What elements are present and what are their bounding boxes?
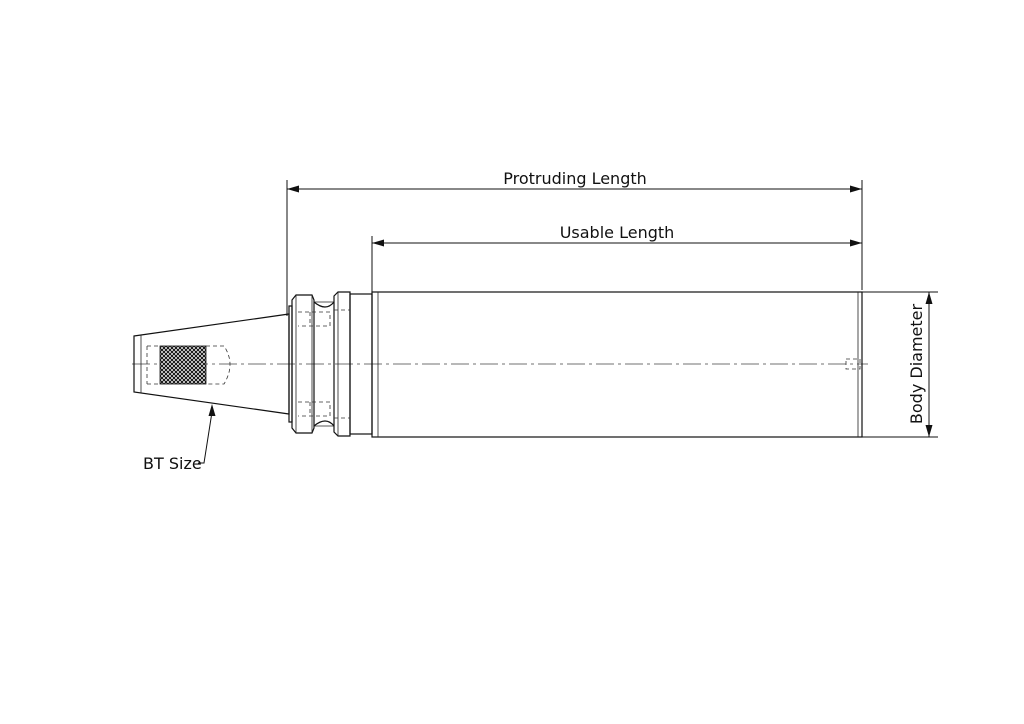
body-cylinder bbox=[371, 291, 863, 438]
usable-length-label: Usable Length bbox=[560, 223, 675, 242]
bt-size-label: BT Size bbox=[143, 454, 202, 473]
end-hole bbox=[845, 358, 861, 370]
protruding-length-label: Protruding Length bbox=[503, 169, 647, 188]
bt-size-leader: BT Size bbox=[143, 404, 216, 473]
usable-length-dimension: Usable Length bbox=[371, 223, 862, 292]
body-diameter-dimension: Body Diameter bbox=[862, 291, 938, 438]
knurled-thread bbox=[159, 345, 207, 385]
body-diameter-label: Body Diameter bbox=[907, 303, 926, 424]
protruding-length-dimension: Protruding Length bbox=[286, 169, 863, 316]
